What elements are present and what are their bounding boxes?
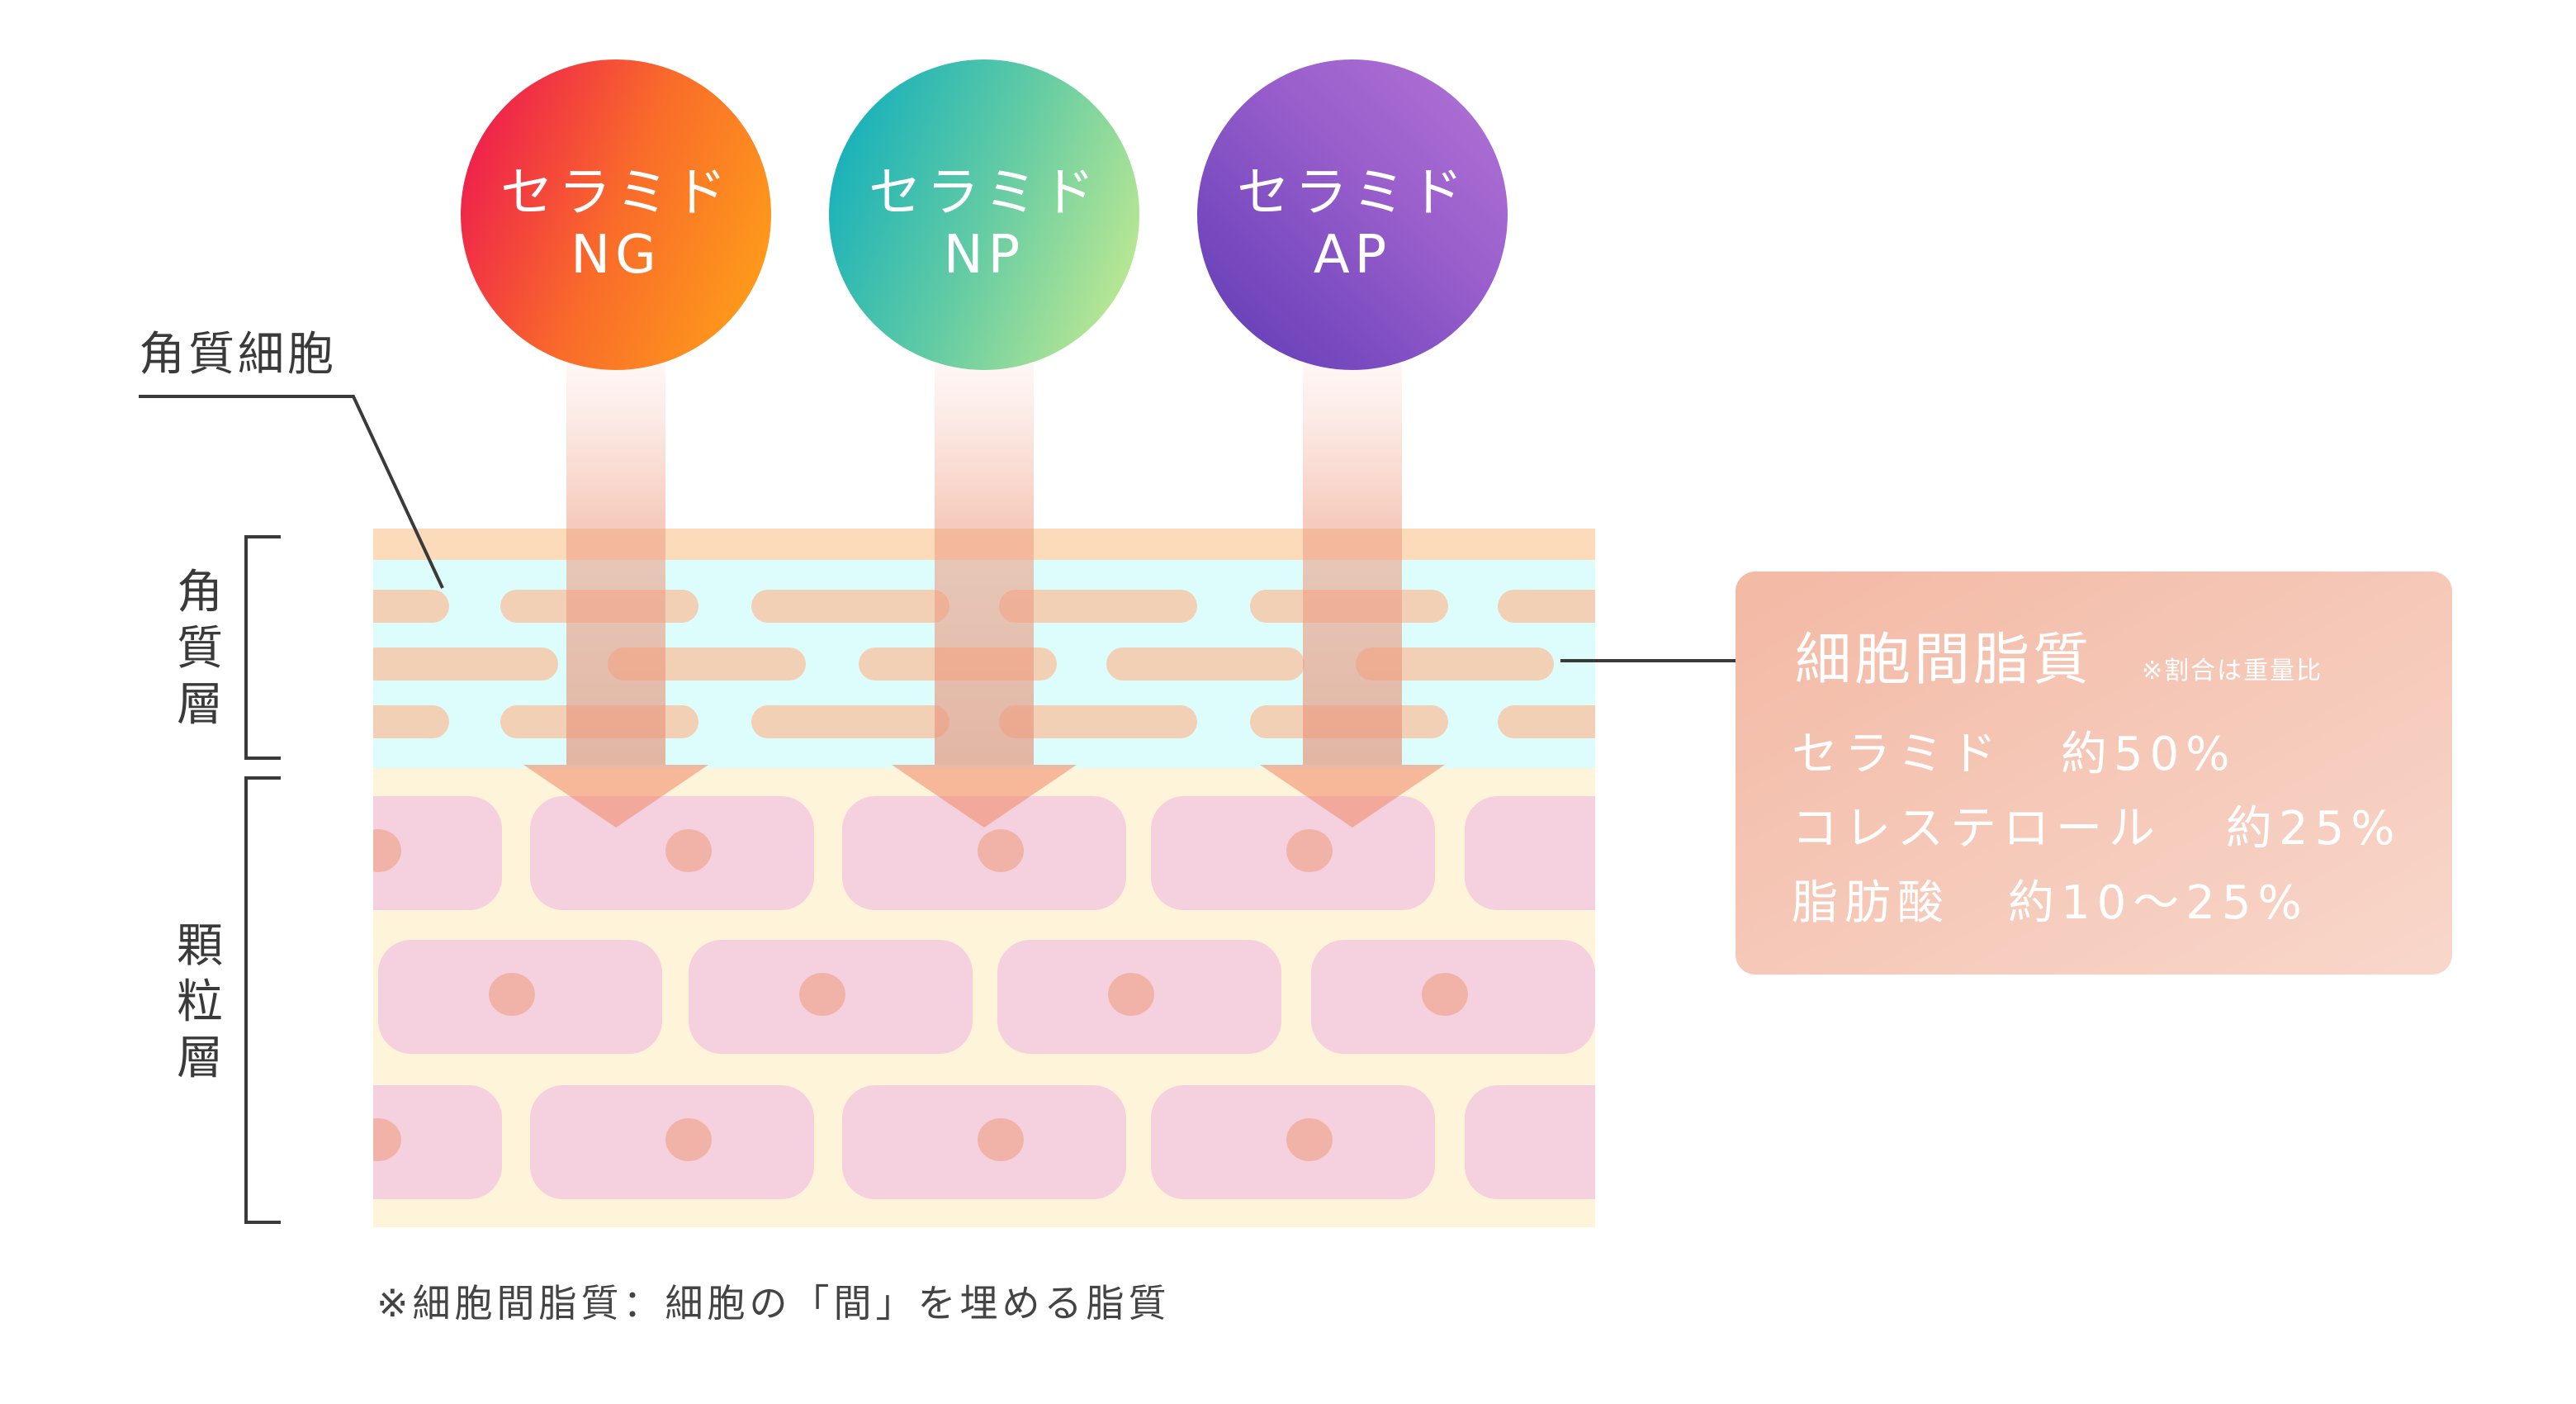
ceramide-arrows: [523, 363, 1445, 828]
lipid-lamella: [373, 705, 449, 738]
arrow-head: [523, 765, 708, 828]
cell-nucleus: [373, 829, 401, 872]
granular-cell: [1465, 796, 1595, 910]
footnote: ※細胞間脂質：細胞の「間」を埋める脂質: [376, 1281, 1171, 1326]
granular-layer-label: 粒: [177, 975, 223, 1029]
intercellular-lipid-box: 細胞間脂質 ※割合は重量比 セラミド約50% コレステロール約25% 脂肪酸約1…: [1735, 572, 2452, 975]
arrow-head: [1260, 765, 1445, 828]
arrow-shaft: [1303, 363, 1402, 765]
granular-cell: [1465, 1085, 1595, 1199]
ceramide-label: セラミド: [869, 163, 1100, 224]
ceramide-label: セラミド: [1237, 163, 1468, 224]
ceramide-type: AP: [1314, 225, 1391, 286]
corneocyte-leader-line: [139, 395, 444, 589]
granular-cell: [373, 796, 502, 910]
cell-nucleus: [665, 829, 712, 872]
ceramide-ap-badge: セラミド AP: [1197, 59, 1508, 370]
lipid-lamella: [751, 705, 949, 738]
granular-cell: [373, 1085, 502, 1199]
cell-nucleus: [978, 1118, 1024, 1161]
stratum-corneum-label: 角: [177, 566, 223, 619]
info-box-note: ※割合は重量比: [2142, 657, 2323, 685]
lipid-lamella: [1356, 647, 1554, 681]
granular-layer-bracket: [244, 776, 281, 1224]
ceramide-ng-badge: セラミド NG: [461, 59, 771, 370]
lipid-lamella: [1498, 705, 1595, 738]
lipid-lamella: [999, 590, 1197, 623]
ceramide-np-badge: セラミド NP: [829, 59, 1139, 370]
arrow-head: [892, 765, 1077, 828]
cell-nucleus: [1286, 829, 1333, 872]
ceramide-label: セラミド: [500, 163, 732, 224]
ceramide-type: NP: [944, 225, 1025, 286]
lipid-lamella: [373, 647, 558, 681]
cell-nucleus: [1108, 973, 1154, 1016]
granular-layer-label: 顆: [177, 919, 223, 973]
cell-nucleus: [373, 1118, 401, 1161]
info-row: 脂肪酸約10～25%: [1792, 876, 2308, 930]
cell-nucleus: [799, 973, 845, 1016]
corneocyte-label: 角質細胞: [139, 328, 337, 382]
lipid-lamella: [751, 590, 949, 623]
stratum-corneum-bracket: [244, 535, 281, 760]
cell-nucleus: [489, 973, 535, 1016]
cell-nucleus: [1422, 973, 1468, 1016]
lipid-lamella: [1106, 647, 1305, 681]
ceramide-type: NG: [571, 225, 661, 286]
info-row: コレステロール約25%: [1792, 802, 2401, 856]
info-row: セラミド約50%: [1792, 728, 2236, 781]
cell-nucleus: [1600, 1118, 1646, 1161]
cell-nucleus: [665, 1118, 712, 1161]
info-box-title: 細胞間脂質: [1795, 628, 2092, 693]
lipid-lamella: [1498, 590, 1595, 623]
stratum-corneum-label: 層: [177, 678, 223, 732]
cell-nucleus: [1286, 1118, 1333, 1161]
arrow-shaft: [566, 363, 665, 765]
granular-layer-label: 層: [177, 1032, 223, 1085]
stratum-corneum-label: 質: [177, 622, 223, 676]
arrow-shaft: [935, 363, 1034, 765]
cell-nucleus: [1600, 829, 1646, 872]
cell-nucleus: [978, 829, 1024, 872]
lipid-lamella: [999, 705, 1197, 738]
lipid-lamella: [373, 590, 449, 623]
